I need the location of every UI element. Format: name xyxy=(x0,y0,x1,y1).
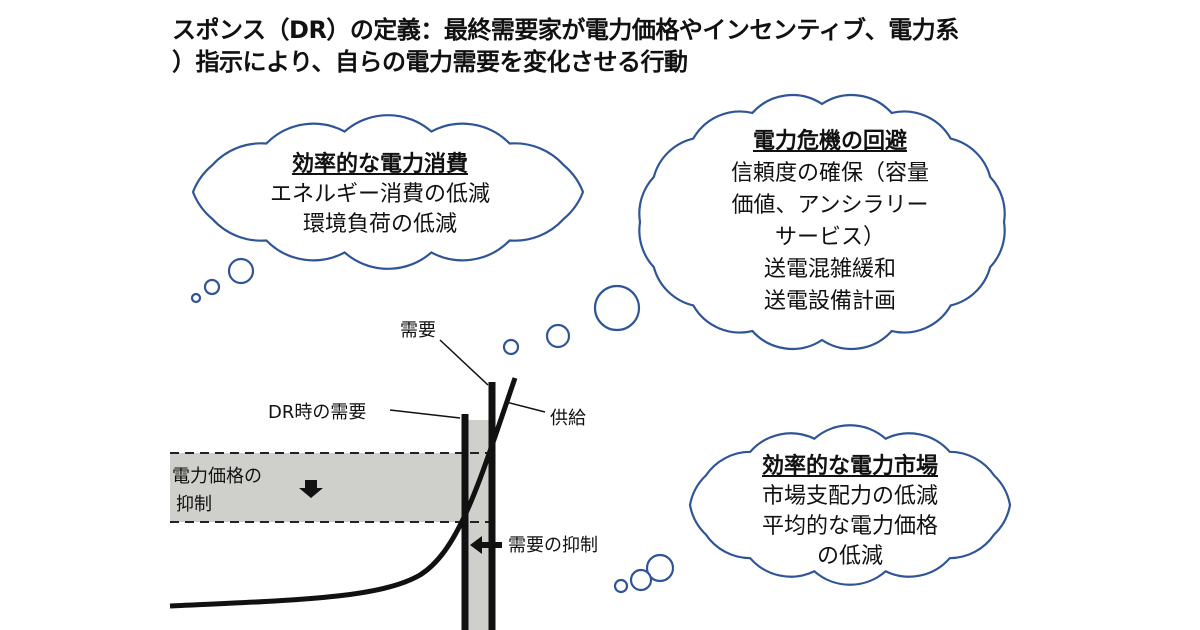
supply-pointer xyxy=(505,401,546,413)
supply-label: 供給 xyxy=(550,408,586,429)
thought-bubble xyxy=(545,323,571,349)
cloud-shape-efficiency xyxy=(191,114,585,270)
price-suppression-label-2: 抑制 xyxy=(176,494,212,515)
down-arrow-icon xyxy=(299,480,323,498)
cloud-heading: 効率的な電力消費 xyxy=(291,152,468,177)
price-suppression-label-1: 電力価格の xyxy=(172,466,262,487)
cloud-line: 信頼度の確保（容量 xyxy=(730,161,929,186)
demand-label: 需要 xyxy=(400,320,436,341)
left-arrow-icon xyxy=(470,536,502,554)
cloud-efficient-consumption: 効率的な電力消費 エネルギー消費の低減 環境負荷の低減 xyxy=(210,150,550,240)
dr-demand-label: DR時の需要 xyxy=(268,402,367,423)
price-suppression-band xyxy=(170,453,495,522)
demand-suppression-label: 需要の抑制 xyxy=(508,535,598,556)
thought-bubble xyxy=(629,568,653,592)
thought-bubble xyxy=(502,338,520,356)
cloud-line: 送電設備計画 xyxy=(763,289,896,314)
cloud-line: 平均的な電力価格 xyxy=(761,514,938,539)
cloud-efficient-market: 効率的な電力市場 市場支配力の低減 平均的な電力価格 の低減 xyxy=(700,452,1000,572)
thought-bubble xyxy=(645,553,675,583)
title-line-1: スポンス（DR）の定義：最終需要家が電力価格やインセンティブ、電力系 xyxy=(172,16,959,44)
thought-bubble xyxy=(190,292,202,304)
cloud-line: 送電混雑緩和 xyxy=(763,257,896,282)
cloud-line: エネルギー消費の低減 xyxy=(269,182,490,207)
cloud-shape-crisis xyxy=(638,93,1006,351)
demand-pointer xyxy=(439,339,489,386)
title-line-2: ）指示により、自らの電力需要を変化させる行動 xyxy=(172,48,688,76)
thought-bubble xyxy=(593,284,641,332)
cloud-line: の低減 xyxy=(816,544,883,569)
cloud-line: サービス） xyxy=(774,225,885,250)
dr-demand-pointer xyxy=(389,409,461,419)
thought-bubble xyxy=(613,578,629,594)
cloud-heading: 効率的な電力市場 xyxy=(761,454,938,479)
thought-bubble xyxy=(203,278,221,296)
cloud-line: 市場支配力の低減 xyxy=(761,484,938,509)
cloud-line: 環境負荷の低減 xyxy=(302,212,457,237)
cloud-shape-market xyxy=(688,424,1012,586)
thought-bubble xyxy=(227,257,255,285)
supply-curve xyxy=(169,377,518,609)
cloud-line: 価値、アンシラリー xyxy=(731,193,929,218)
cloud-heading: 電力危機の回避 xyxy=(752,129,907,154)
cloud-crisis-avoidance: 電力危機の回避 信頼度の確保（容量 価値、アンシラリー サービス） 送電混雑緩和… xyxy=(680,126,980,318)
